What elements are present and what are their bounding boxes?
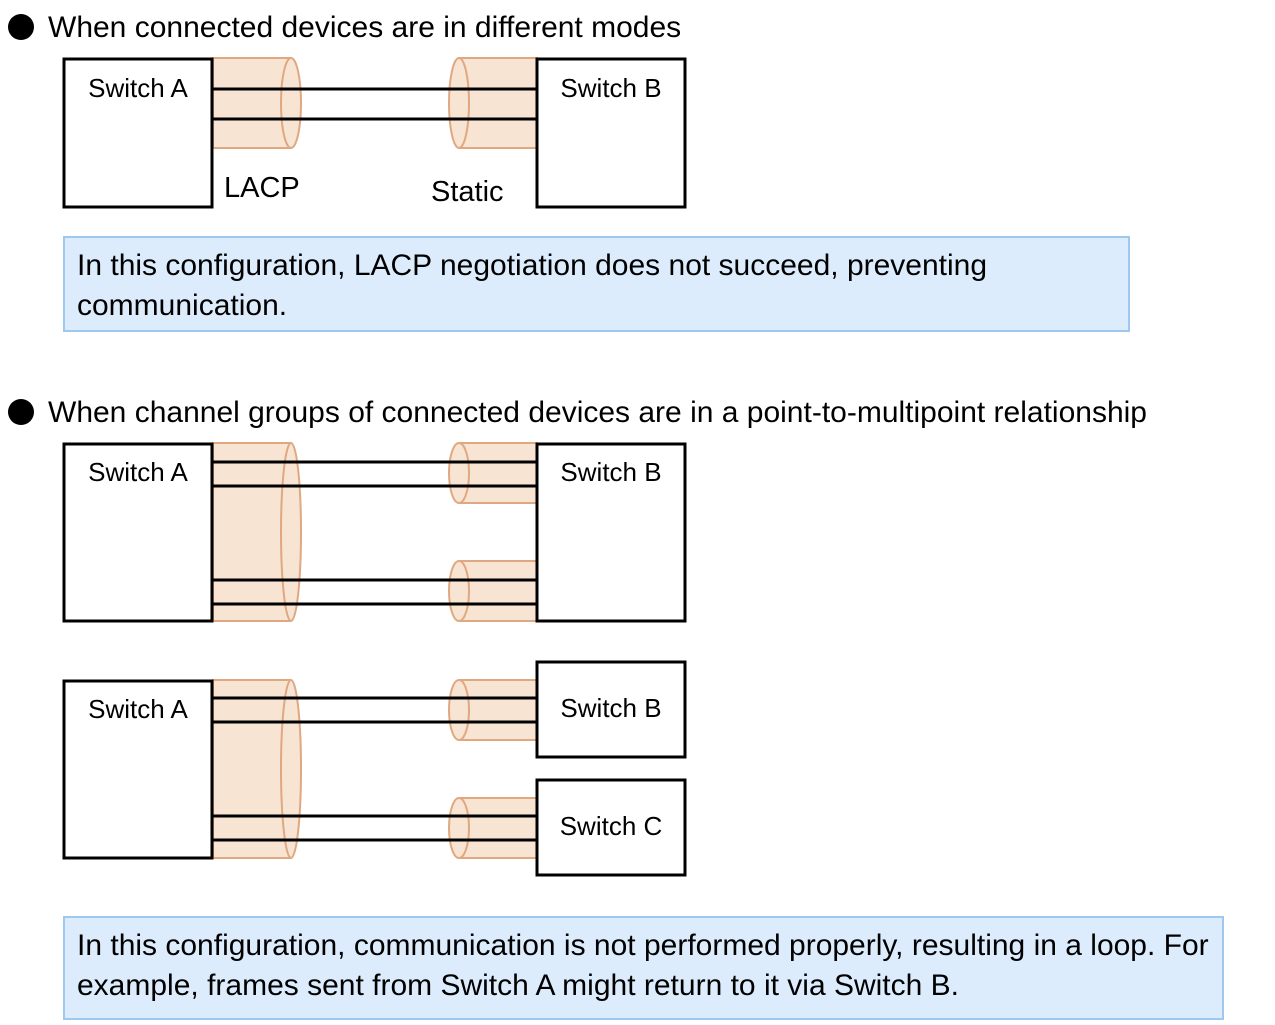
switch-b-channel-edge xyxy=(458,560,470,622)
switch-b-label: Switch B xyxy=(560,73,661,103)
static-channel-edge xyxy=(458,57,470,149)
switch-c-channel-group xyxy=(448,797,538,859)
switch-c-label: Switch C xyxy=(560,811,663,841)
section1-heading: When connected devices are in different … xyxy=(8,10,681,46)
switch-a-label: Switch A xyxy=(88,694,188,724)
diagram-point-to-multipoint-1: Switch A Switch B xyxy=(62,442,687,623)
bullet-icon xyxy=(8,14,34,40)
switch-a-label: Switch A xyxy=(88,457,188,487)
switch-a-channel-edge xyxy=(280,442,292,622)
switch-b-channel-edge xyxy=(458,679,470,741)
switch-b-box xyxy=(535,57,687,209)
switch-b-label: Switch B xyxy=(560,693,661,723)
switch-a-box xyxy=(62,442,214,623)
switch-b-channel-group xyxy=(448,679,538,741)
switch-c-box xyxy=(535,778,687,877)
switch-b-channel-group-2 xyxy=(448,560,538,622)
section1-heading-text: When connected devices are in different … xyxy=(48,11,682,44)
lacp-channel-edge xyxy=(280,57,292,149)
switch-c-channel-edge xyxy=(458,797,470,859)
bullet-icon xyxy=(8,399,34,425)
diagram-different-modes: Switch A Switch B LACP Static xyxy=(62,57,687,209)
section2-heading: When channel groups of connected devices… xyxy=(8,395,1147,431)
section2-heading-text: When channel groups of connected devices… xyxy=(48,396,1147,429)
switch-a-channel-group xyxy=(212,442,302,622)
switch-a-label: Switch A xyxy=(88,73,188,103)
lacp-channel-group xyxy=(212,57,302,149)
static-channel-group xyxy=(448,57,538,149)
switch-b-box xyxy=(535,442,687,623)
section2-note: In this configuration, communication is … xyxy=(63,916,1224,1020)
switch-b-channel-edge xyxy=(458,442,470,504)
switch-a-channel-group xyxy=(212,679,302,859)
switch-b-label: Switch B xyxy=(560,457,661,487)
diagram-point-to-multipoint-2: Switch A Switch B Switch C xyxy=(62,660,687,877)
switch-b-channel-group-1 xyxy=(448,442,538,504)
switch-b-box xyxy=(535,660,687,759)
switch-a-box xyxy=(62,57,214,209)
static-label: Static xyxy=(431,176,504,208)
section1-note: In this configuration, LACP negotiation … xyxy=(63,236,1130,332)
lacp-label: LACP xyxy=(224,172,300,204)
switch-a-channel-edge xyxy=(280,679,292,859)
switch-a-box xyxy=(62,679,214,860)
